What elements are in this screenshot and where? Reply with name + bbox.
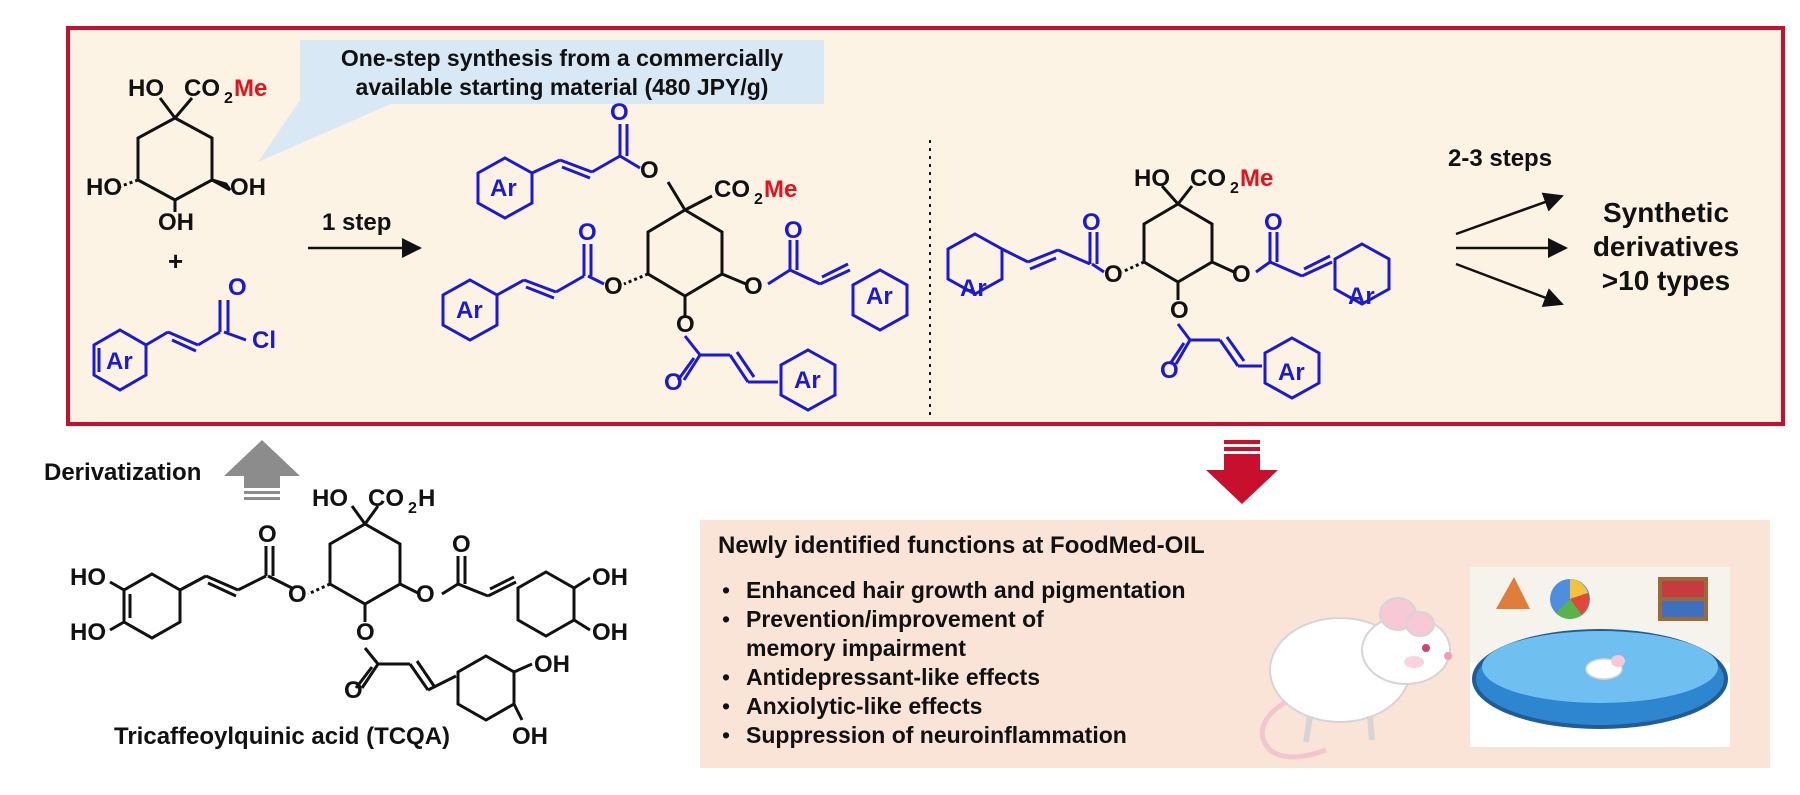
o-label: O <box>676 311 695 338</box>
o-label: O <box>344 677 363 704</box>
o-label: O <box>1160 357 1179 384</box>
callout-pointer <box>258 100 400 162</box>
ar-label: Ar <box>866 283 893 310</box>
triangle-cue-icon <box>1496 577 1530 609</box>
callout-line-1: One-step synthesis from a commercially <box>340 45 784 71</box>
label-me: Me <box>234 75 267 102</box>
methyl-quinate-labels: HO CO 2 Me HO OH OH + <box>86 75 267 276</box>
label-oh: OH <box>512 723 548 750</box>
functions-list: Enhanced hair growth and pigmentation Pr… <box>718 576 1238 750</box>
functions-list-container: Enhanced hair growth and pigmentation Pr… <box>718 576 1238 750</box>
plus-sign: + <box>168 246 183 276</box>
label-sub2: 2 <box>754 191 763 208</box>
label-oh: OH <box>592 619 628 646</box>
label-ho: HO <box>70 619 106 646</box>
cinnamoyl-chloride-structure <box>92 300 247 392</box>
o-label: O <box>416 581 435 608</box>
label-oh: OH <box>158 209 194 236</box>
label-ho: HO <box>86 174 122 201</box>
one-step-label: 1 step <box>322 209 391 236</box>
mouse-illustration <box>1259 597 1452 760</box>
o-label: O <box>356 619 375 646</box>
water-maze-illustration <box>1470 567 1730 747</box>
o-label: O <box>610 99 629 126</box>
label-ho: HO <box>1134 165 1170 192</box>
product-core <box>623 181 747 316</box>
ar-label: Ar <box>456 297 483 324</box>
derivatization-label: Derivatization <box>44 459 201 486</box>
tcqa-caption: Tricaffeoylquinic acid (TCQA) <box>114 723 450 750</box>
label-co2: CO <box>184 75 220 102</box>
ar-label: Ar <box>960 275 987 302</box>
o-label: O <box>452 531 471 558</box>
o-label: O <box>784 217 803 244</box>
o-label: O <box>1170 297 1189 324</box>
branch-arrow-down <box>1455 262 1564 308</box>
intermediate-core <box>1121 185 1235 300</box>
function-item: Prevention/improvement of memory impairm… <box>718 605 1238 663</box>
tcqa-structure <box>109 505 591 722</box>
mouse-nose-icon <box>1444 652 1452 660</box>
o-label: O <box>288 581 307 608</box>
two-three-steps-label: 2-3 steps <box>1448 145 1552 172</box>
gray-up-arrow <box>224 440 300 500</box>
o-label: O <box>664 369 683 396</box>
callout-line-2: available starting material (480 JPY/g) <box>355 74 769 100</box>
mouse-ear-icon <box>1405 611 1435 637</box>
label-sub2: 2 <box>1230 180 1239 197</box>
function-item: Anxiolytic-like effects <box>718 692 1238 721</box>
function-item: Antidepressant-like effects <box>718 663 1238 692</box>
ar-label: Ar <box>794 367 821 394</box>
o-label: O <box>640 157 659 184</box>
label-me: Me <box>764 176 797 203</box>
o-label: O <box>1104 261 1123 288</box>
methyl-quinate-structure <box>115 97 232 212</box>
label-ho: HO <box>312 485 348 512</box>
label-oh: OH <box>230 174 266 201</box>
label-oh: OH <box>534 651 570 678</box>
label-co2: CO <box>714 176 750 203</box>
derivatives-line-3: >10 types <box>1602 265 1730 296</box>
red-down-arrow <box>1206 440 1278 504</box>
label-oh: OH <box>592 564 628 591</box>
o-label: O <box>1082 209 1101 236</box>
label-co2: CO <box>1190 165 1226 192</box>
o-label: O <box>258 521 277 548</box>
ar-label: Ar <box>1278 359 1305 386</box>
o-label: O <box>744 273 763 300</box>
functions-heading: Newly identified functions at FoodMed-OI… <box>718 532 1205 559</box>
ar-label: Ar <box>1348 283 1375 310</box>
label-me: Me <box>1240 165 1273 192</box>
product-cinnamoyl-arms <box>441 124 909 412</box>
branch-arrow-up <box>1455 192 1564 236</box>
derivatives-line-1: Synthetic <box>1603 197 1729 228</box>
label-ho: HO <box>128 75 164 102</box>
ar-label: Ar <box>106 348 133 375</box>
function-item: Enhanced hair growth and pigmentation <box>718 576 1238 605</box>
mouse-eye-icon <box>1422 644 1430 652</box>
o-label: O <box>228 274 247 301</box>
o-label: O <box>604 273 623 300</box>
function-item: Suppression of neuroinflammation <box>718 721 1238 750</box>
label-sub2: 2 <box>224 90 233 107</box>
o-label: O <box>1232 261 1251 288</box>
synthesis-callout: One-step synthesis from a commercially a… <box>300 40 824 104</box>
ar-label: Ar <box>490 175 517 202</box>
cl-label: Cl <box>252 327 276 354</box>
intermediate-cinnamoyl-arms <box>946 232 1391 400</box>
label-co2: CO <box>368 485 404 512</box>
o-label: O <box>1264 209 1283 236</box>
o-label: O <box>578 219 597 246</box>
label-sub2: 2 <box>408 500 417 517</box>
derivatives-line-2: derivatives <box>1593 231 1739 262</box>
label-ho: HO <box>70 564 106 591</box>
label-co2h-h: H <box>418 485 435 512</box>
